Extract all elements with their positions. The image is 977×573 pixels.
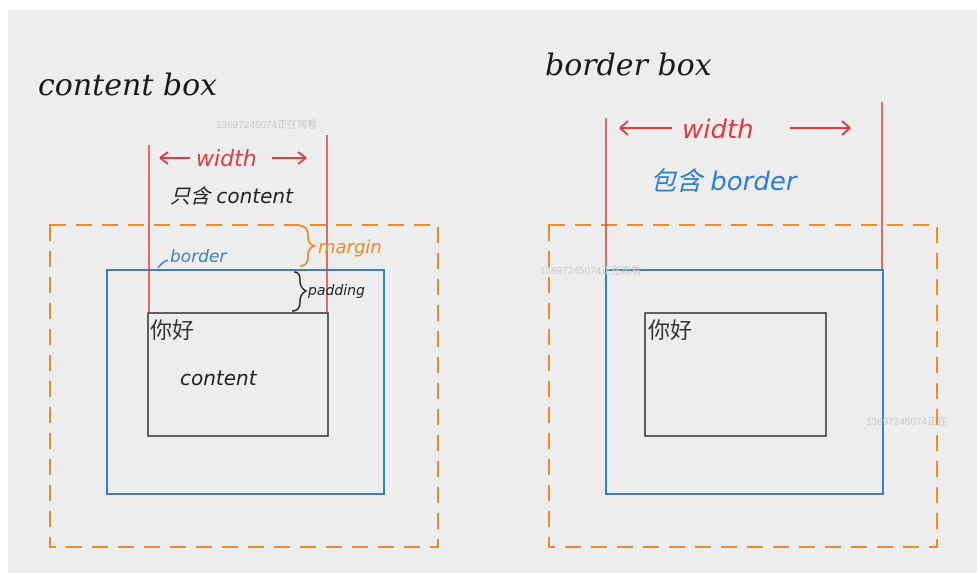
right-margin-box (548, 224, 938, 548)
left-margin-box (49, 224, 439, 548)
content-box-title: content box (38, 68, 217, 103)
left-content-box (147, 312, 329, 437)
watermark-3: 13697245074正在 (866, 416, 947, 428)
right-content-cn: 你好 (648, 319, 692, 344)
left-border-box (106, 269, 385, 495)
left-content-cn: 你好 (150, 319, 194, 344)
left-content-label: content (180, 366, 258, 390)
right-border-box (605, 269, 884, 495)
border-box-title: border box (545, 48, 712, 83)
left-width-note: 只含 content (170, 184, 294, 208)
padding-label: padding (307, 283, 365, 299)
right-content-box (644, 312, 827, 437)
margin-label: margin (318, 237, 382, 258)
left-width-label: width (196, 147, 257, 172)
paper-background (8, 10, 977, 573)
border-label: border (170, 247, 227, 267)
watermark-2: 13697245074正在观看 (540, 264, 641, 277)
content-box-diagram: content box width 只含 content margin bord… (38, 68, 439, 548)
margin-brace (299, 225, 317, 267)
right-width-arrow-left (619, 120, 672, 136)
right-width-label: width (682, 115, 754, 145)
left-width-arrow-right (272, 151, 307, 165)
right-width-note: 包含 border (650, 167, 799, 197)
border-box-diagram: border box width 包含 border 你好 (545, 48, 938, 548)
watermark-1: 13697245074正在观看 (216, 118, 317, 131)
right-width-arrow-right (790, 120, 851, 136)
border-pointer (157, 259, 169, 269)
padding-brace (291, 271, 308, 312)
left-width-arrow-left (159, 151, 190, 165)
